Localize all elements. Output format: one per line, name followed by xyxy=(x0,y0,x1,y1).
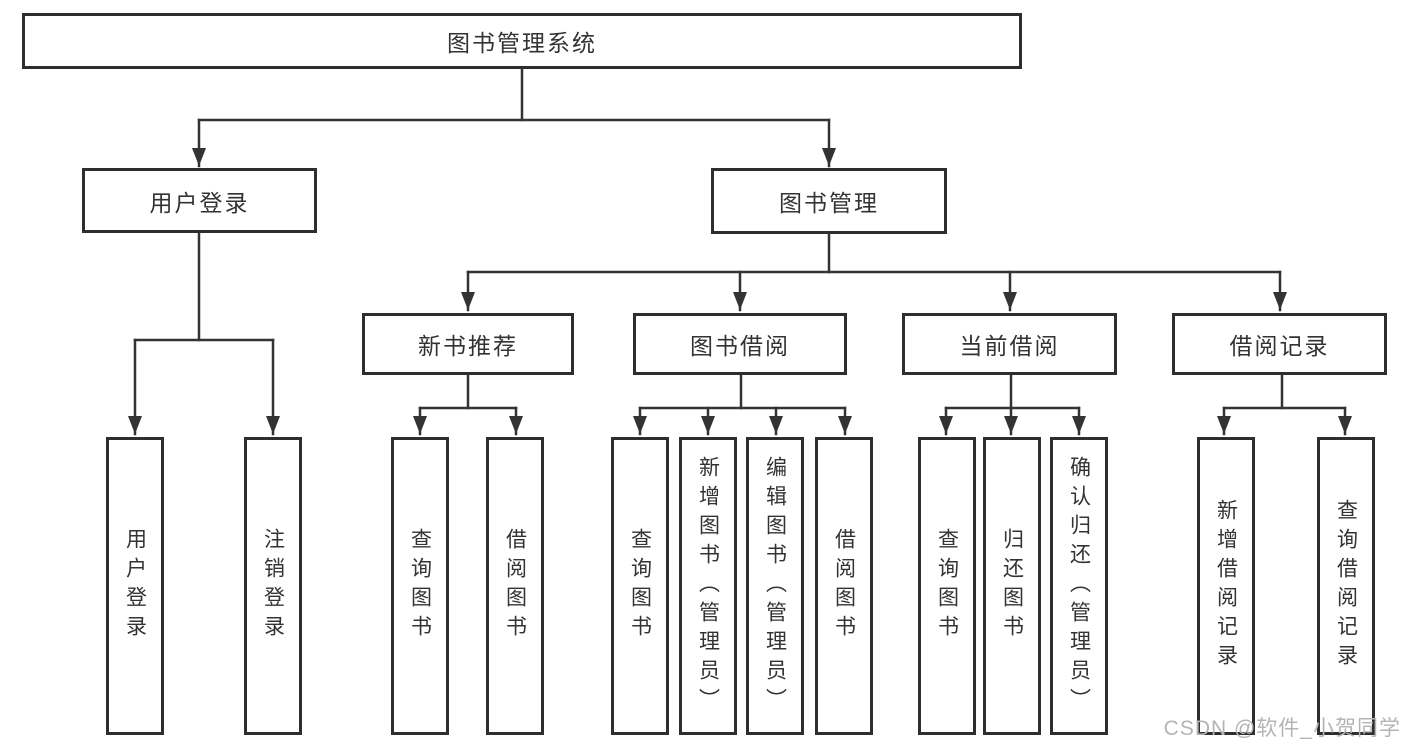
node-label: 查询图书 xyxy=(408,528,432,644)
leaf-borrow-borrow-books: 借阅图书 xyxy=(815,437,873,735)
leaf-current-query-books: 查询图书 xyxy=(918,437,976,735)
csdn-watermark: CSDN @软件_小贺同学 xyxy=(1163,717,1401,740)
node-label: 用户登录 xyxy=(123,528,147,644)
node-label: 查询图书 xyxy=(628,528,652,644)
leaf-current-return-books: 归还图书 xyxy=(983,437,1041,735)
node-label: 归还图书 xyxy=(1000,528,1024,644)
node-label: 新增图书（管理员） xyxy=(696,455,720,717)
connector-borrowrecord-to-leaves xyxy=(1217,373,1352,436)
node-new-book-recommend: 新书推荐 xyxy=(362,313,574,375)
node-borrow-record: 借阅记录 xyxy=(1172,313,1387,375)
node-root: 图书管理系统 xyxy=(22,13,1022,69)
leaf-newbook-borrow-books: 借阅图书 xyxy=(486,437,544,735)
leaf-user-login: 用户登录 xyxy=(106,437,164,735)
connector-userlogin-to-leaves xyxy=(128,231,280,436)
node-label: 图书管理 xyxy=(779,190,879,216)
leaf-logout: 注销登录 xyxy=(244,437,302,735)
connector-newbook-to-leaves xyxy=(413,373,523,436)
node-label: 编辑图书（管理员） xyxy=(763,455,787,717)
node-label: 图书管理系统 xyxy=(447,30,597,56)
node-label: 查询借阅记录 xyxy=(1334,499,1358,673)
node-book-management: 图书管理 xyxy=(711,168,947,234)
leaf-current-confirm-return-admin: 确认归还（管理员） xyxy=(1050,437,1108,735)
node-book-borrow: 图书借阅 xyxy=(633,313,847,375)
connector-bookborrow-to-leaves xyxy=(633,373,852,436)
node-label: 注销登录 xyxy=(261,528,285,644)
node-current-borrow: 当前借阅 xyxy=(902,313,1117,375)
node-label: 当前借阅 xyxy=(959,333,1060,359)
node-label: 新书推荐 xyxy=(418,333,518,359)
leaf-newbook-query-books: 查询图书 xyxy=(391,437,449,735)
node-label: 借阅图书 xyxy=(832,528,856,644)
leaf-record-add-borrow-record: 新增借阅记录 xyxy=(1197,437,1255,735)
node-user-login: 用户登录 xyxy=(82,168,317,233)
connector-currentborrow-to-leaves xyxy=(939,373,1086,436)
node-label: 确认归还（管理员） xyxy=(1067,455,1091,717)
leaf-record-query-borrow-record: 查询借阅记录 xyxy=(1317,437,1375,735)
node-label: 借阅记录 xyxy=(1229,333,1330,359)
leaf-borrow-add-books-admin: 新增图书（管理员） xyxy=(679,437,737,735)
node-label: 新增借阅记录 xyxy=(1214,499,1238,673)
node-label: 借阅图书 xyxy=(503,528,527,644)
node-label: 用户登录 xyxy=(149,189,250,216)
connector-root-to-level2 xyxy=(192,67,836,168)
node-label: 图书借阅 xyxy=(690,333,790,359)
leaf-borrow-edit-books-admin: 编辑图书（管理员） xyxy=(746,437,804,735)
connector-bookmgmt-to-level3 xyxy=(461,232,1287,312)
node-label: 查询图书 xyxy=(935,528,959,644)
leaf-borrow-query-books: 查询图书 xyxy=(611,437,669,735)
